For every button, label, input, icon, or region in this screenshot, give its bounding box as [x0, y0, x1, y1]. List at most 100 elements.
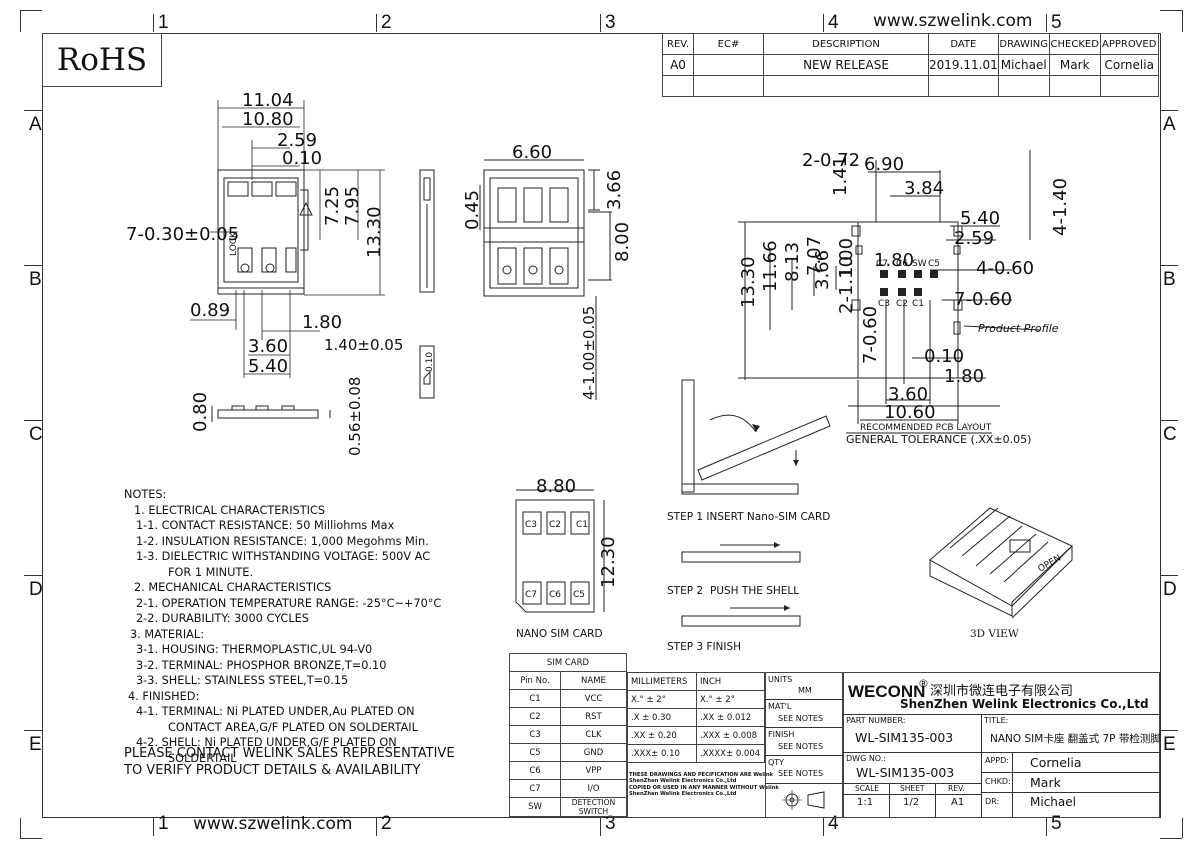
pcb-pads — [880, 270, 938, 296]
dim-side-0-10: 0.10 — [425, 352, 435, 372]
pcb-layout — [738, 150, 1041, 434]
matl-value: SEE NOTES — [778, 714, 824, 723]
dim-3-66: 3.66 — [604, 170, 625, 210]
nano-pin-c7: C7 — [525, 590, 537, 600]
step-diagrams — [681, 379, 831, 627]
pcb-layout-caption: RECOMMENDED PCB LAYOUT — [860, 423, 992, 433]
pcb-dim-3-60: 3.60 — [888, 384, 928, 405]
note-line: CONTACT AREA,G/F PLATED ON SOLDERTAIL — [168, 720, 418, 734]
title-label: TITLE: — [984, 716, 1009, 725]
pcb-dim-1-80: 1.80 — [874, 250, 914, 271]
pcb-dim-3-84: 3.84 — [904, 178, 944, 199]
disclaimer-line: ShenZhen Welink Electronics Co.,Ltd — [629, 791, 737, 798]
zone-col-4: 4 — [828, 12, 839, 33]
sim-pin: SW — [509, 797, 561, 817]
zone-row-b-right: B — [1163, 269, 1176, 290]
pcb-dim-4-0-60: 4-0.60 — [976, 258, 1034, 279]
pcb-dim-1-41: 1.41 — [830, 156, 851, 196]
nano-card-width: 8.80 — [536, 476, 576, 497]
3d-view-caption: 3D VIEW — [970, 628, 1019, 640]
rohs-mark: RoHS — [42, 33, 162, 87]
note-line: 4-2. SHELL: Ni PLATED UNDER,G/F PLATED O… — [136, 736, 397, 749]
sim-pin: C3 — [509, 725, 561, 744]
dim-3-60: 3.60 — [248, 336, 288, 357]
shell-view-outline — [479, 159, 612, 400]
pcb-dim-2-0-72: 2-0.72 — [802, 150, 860, 171]
dim-7-95: 7.95 — [342, 186, 363, 226]
company-name-en: ShenZhen Welink Electronics Co.,Ltd — [900, 697, 1149, 711]
lock-label: LOCK — [229, 231, 239, 256]
chkd-value: Mark — [1030, 775, 1061, 790]
note-line: 3-2. TERMINAL: PHOSPHOR BRONZE,T=0.10 — [136, 658, 387, 672]
nano-card-caption: NANO SIM CARD — [516, 628, 603, 640]
product-profile-label: Product Profile — [978, 322, 1059, 335]
part-number: WL-SIM135-003 — [855, 730, 954, 745]
sim-table-header-name: NAME — [560, 671, 627, 690]
note-line: 3-1. HOUSING: THERMOPLASTIC,UL 94-V0 — [136, 643, 373, 656]
finish-label: FINISH — [768, 730, 795, 739]
registered-mark: ® — [918, 677, 929, 690]
dim-2-59: 2.59 — [277, 130, 317, 151]
disclaimer-line: COPIED OR USED IN ANY MANNER WITHOUT Wel… — [629, 784, 779, 791]
sim-name: DETECTION SWITCH — [560, 797, 627, 817]
zone-col-3: 3 — [605, 12, 616, 33]
zone-row-c: C — [29, 424, 43, 445]
disclaimer-line: ShenZhen Welink Electronics Co.,Ltd — [629, 778, 737, 785]
zone-col-3-bottom: 3 — [605, 813, 616, 834]
dim-0-45: 0.45 — [462, 190, 483, 230]
note-line: FOR 1 MINUTE. — [168, 565, 254, 579]
dim-0-56: 0.56±0.08 — [346, 377, 364, 456]
nano-pin-c2: C2 — [549, 520, 561, 530]
dwg-label: DWG NO.: — [846, 754, 887, 763]
pcb-pin-c1: C1 — [912, 299, 924, 309]
dim-8-00: 8.00 — [612, 222, 633, 262]
pcb-pin-c5: C5 — [928, 259, 940, 269]
pcb-dim-7-0-60: 7-0.60 — [954, 289, 1012, 310]
note-line: 3. MATERIAL: — [130, 627, 205, 641]
dim-1-40: 1.40±0.05 — [324, 336, 403, 354]
pcb-dim-0-10: 0.10 — [924, 346, 964, 367]
pcb-pin-c3: C3 — [878, 299, 890, 309]
sim-pin: C5 — [509, 743, 561, 762]
pcb-dim-11-66: 11.66 — [760, 240, 781, 292]
pcb-dim-4-1-40: 4-1.40 — [1050, 178, 1071, 236]
rev-value: A1 — [951, 797, 965, 808]
contact-notice: PLEASE CONTACT WELINK SALES REPRESENTATI… — [124, 745, 455, 779]
sim-name: CLK — [560, 725, 627, 744]
zone-col-5: 5 — [1051, 12, 1062, 33]
sheet-value: 1/2 — [903, 797, 920, 808]
pcb-pin-c2: C2 — [896, 299, 908, 309]
sim-name: VCC — [560, 689, 627, 708]
note-line: 1-2. INSULATION RESISTANCE: 1,000 Megohm… — [136, 534, 429, 548]
pcb-dim-1-80-b: 1.80 — [944, 366, 984, 387]
note-line: 4. FINISHED: — [128, 689, 200, 703]
pcb-pin-c6: C6 — [896, 259, 908, 269]
zone-row-e-right: E — [1163, 734, 1176, 755]
zone-col-5-bottom: 5 — [1051, 813, 1062, 834]
nano-pin-c5: C5 — [573, 590, 585, 600]
disclaimer: THESE DRAWINGS AND PECIFICATION ARE Weli… — [629, 772, 779, 798]
sim-pin: C7 — [509, 779, 561, 798]
zone-row-d-right: D — [1163, 579, 1177, 600]
zone-col-2: 2 — [381, 12, 392, 33]
note-line: 1. ELECTRICAL CHARACTERISTICS — [134, 503, 326, 517]
finish-value: SEE NOTES — [778, 742, 824, 751]
nano-pin-c1: C1 — [576, 520, 588, 530]
step3-caption: STEP 3 FINISH — [667, 641, 742, 653]
sim-table-title: SIM CARD — [509, 653, 627, 672]
website-top: www.szwelink.com — [873, 11, 1033, 31]
sim-name: I/O — [560, 779, 627, 798]
contact-line-1: PLEASE CONTACT WELINK SALES REPRESENTATI… — [124, 746, 455, 761]
pcb-dim-6-90: 6.90 — [864, 154, 904, 175]
sim-pin: C6 — [509, 761, 561, 780]
zone-row-d: D — [29, 579, 43, 600]
dim-13-30: 13.30 — [364, 206, 385, 258]
zone-col-2-bottom: 2 — [381, 813, 392, 834]
note-line: 1-3. DIELECTRIC WITHSTANDING VOLTAGE: 50… — [136, 550, 431, 563]
disclaimer-line: THESE DRAWINGS AND PECIFICATION ARE Weli… — [629, 772, 773, 778]
dim-0-80: 0.80 — [190, 392, 211, 432]
note-line: NOTES: — [124, 488, 167, 501]
company-name-cn: 深圳市微连电子有限公司 — [930, 684, 1074, 699]
dim-0-10: 0.10 — [282, 148, 322, 169]
